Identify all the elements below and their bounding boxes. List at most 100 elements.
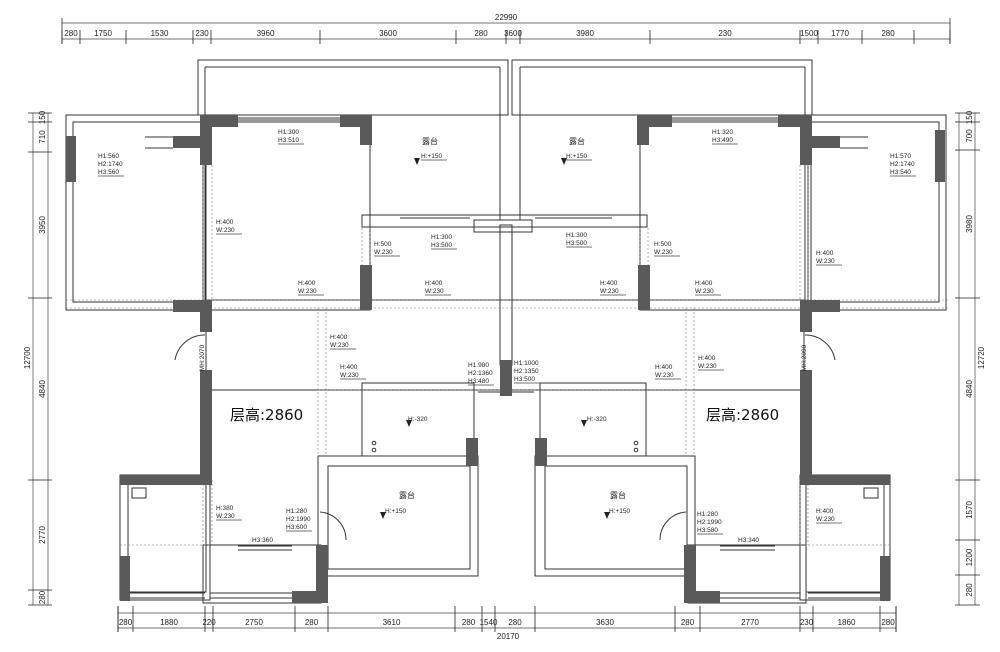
bottom-dim-11: 2770	[741, 618, 759, 627]
note-beam-r1-0: H:400	[816, 250, 834, 257]
left-dim-5: 280	[38, 590, 47, 604]
note-win-top-right-0: H1:570	[890, 153, 911, 160]
terrace-tr-label: 露台	[569, 136, 585, 146]
note-beam-r2-0: H:500	[654, 241, 672, 248]
left-total-dim: 12700	[23, 346, 32, 369]
floor-height-left: 层高:2860	[230, 406, 303, 424]
top-dim-12: 280	[881, 29, 895, 38]
note-beam-r2-1: W:230	[654, 249, 673, 256]
note-beam-r6-1: W:230	[698, 363, 717, 370]
note-center-r-1: H2:1350	[514, 368, 539, 375]
note-win-l-bottom-2: H3:600	[286, 524, 307, 531]
note-terrace-tl-level-0: H:+150	[421, 153, 443, 160]
note-beam-l1-0: H:400	[216, 219, 234, 226]
note-bath-l: H:-320	[408, 416, 428, 423]
note-beam-l3-0: H:400	[298, 280, 316, 287]
top-total-dim: 22990	[495, 13, 518, 22]
left-dim-4: 2770	[38, 526, 47, 544]
note-center-r-0: H1:1000	[514, 360, 539, 367]
note-center-l-0: H1:980	[468, 362, 489, 369]
bath-fixtures	[131, 440, 879, 499]
note-terrace-br-level: H:+150	[609, 508, 631, 515]
right-dim-1: 700	[965, 129, 974, 143]
bottom-dim-7: 1540	[480, 618, 498, 627]
bottom-dim-3: 2750	[245, 618, 263, 627]
note-beam-r7-1: W:230	[816, 516, 835, 523]
note-beam-l4-0: H:400	[425, 280, 443, 287]
note-win-l-bottom-1: H2:1990	[286, 516, 311, 523]
note-win-r-bottom-h3: H3:340	[738, 537, 759, 544]
right-dim-3: 4840	[965, 380, 974, 398]
note-beam-r5-0: H:400	[655, 364, 673, 371]
top-dim-6: 280	[474, 29, 488, 38]
top-dim-11: 1770	[831, 29, 849, 38]
bottom-dim-14: 280	[881, 618, 895, 627]
right-dim-5: 1200	[965, 548, 974, 566]
windows	[130, 117, 880, 599]
room-labels: 露台 露台 露台 露台 层高:2860 层高:2860	[230, 136, 779, 500]
left-dim-1: 710	[38, 130, 47, 144]
note-beam-l2-1: W:230	[374, 249, 393, 256]
note-beam-r3-0: H:400	[600, 280, 618, 287]
note-beam-l6-1: W:230	[340, 372, 359, 379]
note-beam-l5-0: H:400	[330, 334, 348, 341]
left-dim-0: 150	[38, 110, 47, 124]
top-dim-4: 3960	[257, 29, 275, 38]
bottom-dim-5: 3610	[383, 618, 401, 627]
note-win-l-bottom-h3: H3:360	[252, 537, 273, 544]
walls	[66, 115, 945, 603]
bottom-total-dim: 20170	[497, 632, 520, 641]
note-center-r-2: H3:500	[514, 376, 535, 383]
top-dim-7: 3600	[504, 29, 522, 38]
note-beam-r4-0: H:400	[695, 280, 713, 287]
terrace-br-label: 露台	[610, 490, 626, 500]
right-total-dim: 12720	[977, 346, 986, 369]
floor-height-right: 层高:2860	[706, 406, 779, 424]
note-beam-l1-1: W:230	[216, 227, 235, 234]
note-win-top-left-1: H2:1740	[98, 161, 123, 168]
note-win-r-bottom-2: H3:580	[697, 527, 718, 534]
top-dim-3: 230	[195, 29, 209, 38]
bottom-dim-12: 230	[800, 618, 814, 627]
note-center-l-2: H3:480	[468, 378, 489, 385]
note-door-center-l-1: H3:500	[431, 242, 452, 249]
bottom-dim-9: 3630	[596, 618, 614, 627]
top-dim-9: 230	[718, 29, 732, 38]
note-win-top-left-room-0: H1:300	[278, 129, 299, 136]
note-beam-l2-0: H:500	[374, 241, 392, 248]
note-win-top-left-2: H3:560	[98, 169, 119, 176]
note-beam-r6-0: H:400	[698, 355, 716, 362]
note-beam-r7-0: H:400	[816, 508, 834, 515]
note-beam-l5-1: W:230	[330, 342, 349, 349]
note-door-center-r-1: H3:500	[566, 240, 587, 247]
note-win-r-bottom-1: H2:1990	[697, 519, 722, 526]
note-beam-l7-1: W:230	[216, 513, 235, 520]
bottom-dim-10: 280	[681, 618, 695, 627]
note-beam-r1-1: W:230	[816, 258, 835, 265]
door-right-height: MH:2090	[801, 344, 808, 371]
bottom-dim-4: 280	[305, 618, 319, 627]
top-dim-0: 280	[64, 29, 78, 38]
bottom-dim-6: 280	[462, 618, 476, 627]
note-win-top-right-room-0: H1:320	[712, 129, 733, 136]
level-markers	[380, 158, 610, 519]
note-win-top-left-0: H1:560	[98, 153, 119, 160]
terrace-bl-label: 露台	[399, 490, 415, 500]
left-dim-3: 4840	[38, 380, 47, 398]
note-center-l-1: H2:1360	[468, 370, 493, 377]
note-door-center-l-0: H1:300	[431, 234, 452, 241]
note-terrace-tr-level-0: H:+150	[566, 153, 588, 160]
note-bath-r: H:-320	[587, 416, 607, 423]
right-dim-4: 1570	[965, 501, 974, 519]
terrace-tl-label: 露台	[422, 136, 438, 146]
bottom-dim-2: 220	[202, 618, 216, 627]
note-beam-l3-1: W:230	[298, 288, 317, 295]
top-dim-1: 1750	[94, 29, 112, 38]
top-dim-2: 1530	[151, 29, 169, 38]
note-win-top-right-2: H3:540	[890, 169, 911, 176]
